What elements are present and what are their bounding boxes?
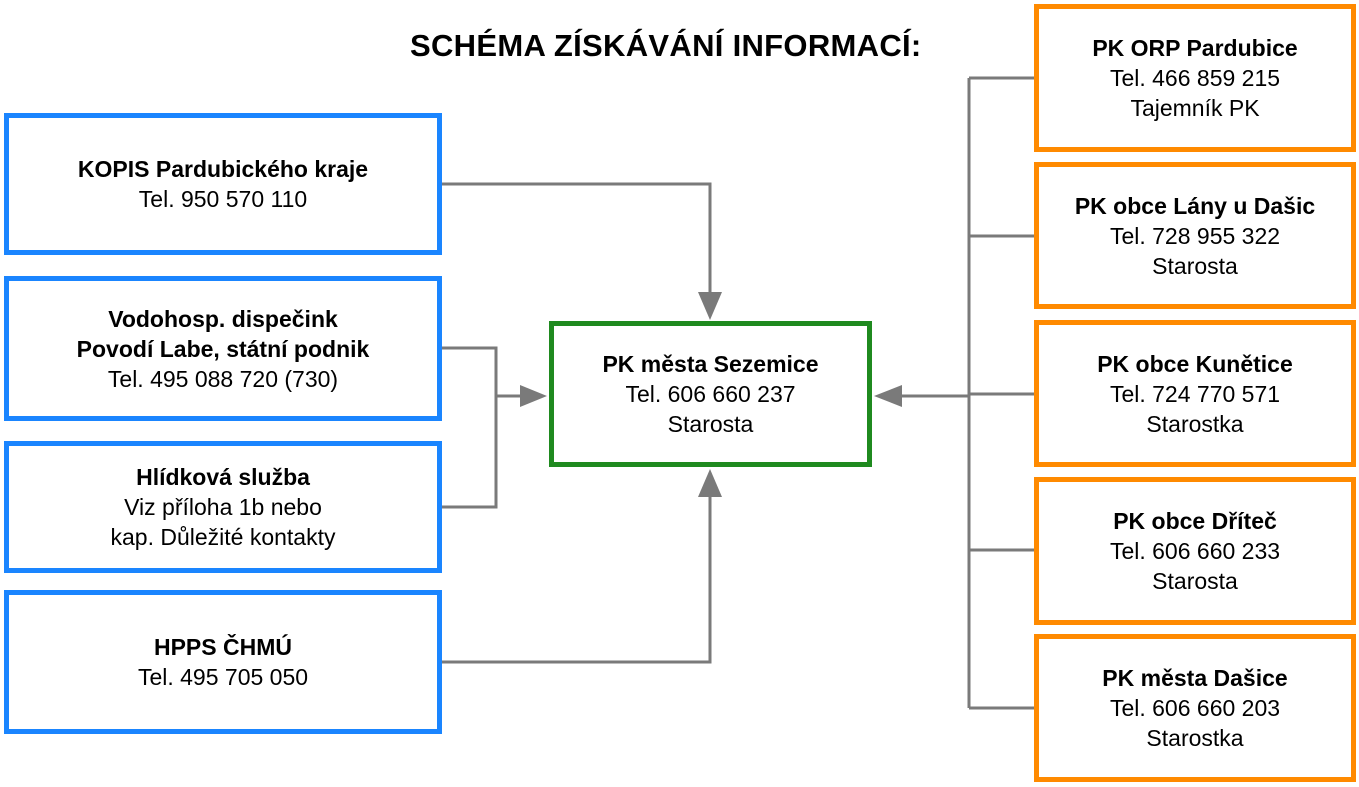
source-name: HPPS ČHMÚ [153,634,292,660]
municipality-role: Starosta [1152,568,1238,594]
municipality-name: PK obce Lány u Dašic [1074,192,1316,219]
municipality-role: Starosta [1152,252,1238,279]
municipality-name: PK obce Kunětice [1097,350,1293,377]
source-note-line2: kap. Důležité kontakty [110,524,336,550]
connector-kopis-to-center [442,182,712,292]
municipality-box-dritec: PK obce Dříteč Tel. 606 660 233 Starosta [1034,477,1356,625]
arrowhead-down-icon [698,292,722,320]
connector-vodohosp-bracket [442,346,498,509]
municipality-name: PK města Dašice [1102,665,1288,691]
source-phone: Tel. 950 570 110 [138,186,308,212]
source-phone: Tel. 495 705 050 [137,664,309,690]
municipality-phone: Tel. 466 859 215 [1109,65,1281,91]
municipality-phone: Tel. 728 955 322 [1109,222,1281,249]
center-name: PK města Sezemice [602,351,819,377]
municipality-name: PK obce Dříteč [1113,508,1277,534]
source-box-hlidkova-sluzba: Hlídková služba Viz příloha 1b nebo kap.… [4,441,442,573]
diagram-title: SCHÉMA ZÍSKÁVÁNÍ INFORMACÍ: [410,28,922,63]
source-name: Vodohosp. dispečink [108,305,338,332]
source-box-kopis: KOPIS Pardubického kraje Tel. 950 570 11… [4,113,442,255]
municipality-role: Tajemník PK [1130,95,1260,121]
center-role: Starosta [667,411,754,437]
source-box-vodohosp: Vodohosp. dispečink Povodí Labe, státní … [4,276,442,421]
connector-hpps-to-center [442,497,712,664]
arrowhead-right-icon [520,385,547,407]
municipality-role: Starostka [1146,410,1244,437]
municipality-role: Starostka [1146,725,1244,751]
arrowhead-up-icon [698,469,722,497]
municipality-box-lany-u-dasic: PK obce Lány u Dašic Tel. 728 955 322 St… [1034,162,1356,309]
source-phone: Tel. 495 088 720 (730) [107,365,339,392]
municipality-phone: Tel. 606 660 203 [1109,695,1281,721]
municipality-box-kunetice: PK obce Kunětice Tel. 724 770 571 Staros… [1034,320,1356,467]
source-name: Hlídková služba [136,464,310,490]
municipality-phone: Tel. 606 660 233 [1109,538,1281,564]
source-note-line1: Viz příloha 1b nebo [124,494,322,520]
arrowhead-left-icon [874,385,902,407]
center-phone: Tel. 606 660 237 [625,381,796,407]
municipality-phone: Tel. 724 770 571 [1109,380,1281,407]
source-name: KOPIS Pardubického kraje [77,156,369,182]
municipality-box-dasice: PK města Dašice Tel. 606 660 203 Starost… [1034,634,1356,782]
center-box-sezemice: PK města Sezemice Tel. 606 660 237 Staro… [549,321,872,467]
municipality-box-orp-pardubice: PK ORP Pardubice Tel. 466 859 215 Tajemn… [1034,4,1356,152]
source-name-line2: Povodí Labe, státní podnik [76,335,370,362]
source-box-hpps-chmu: HPPS ČHMÚ Tel. 495 705 050 [4,590,442,734]
municipality-name: PK ORP Pardubice [1092,35,1298,61]
